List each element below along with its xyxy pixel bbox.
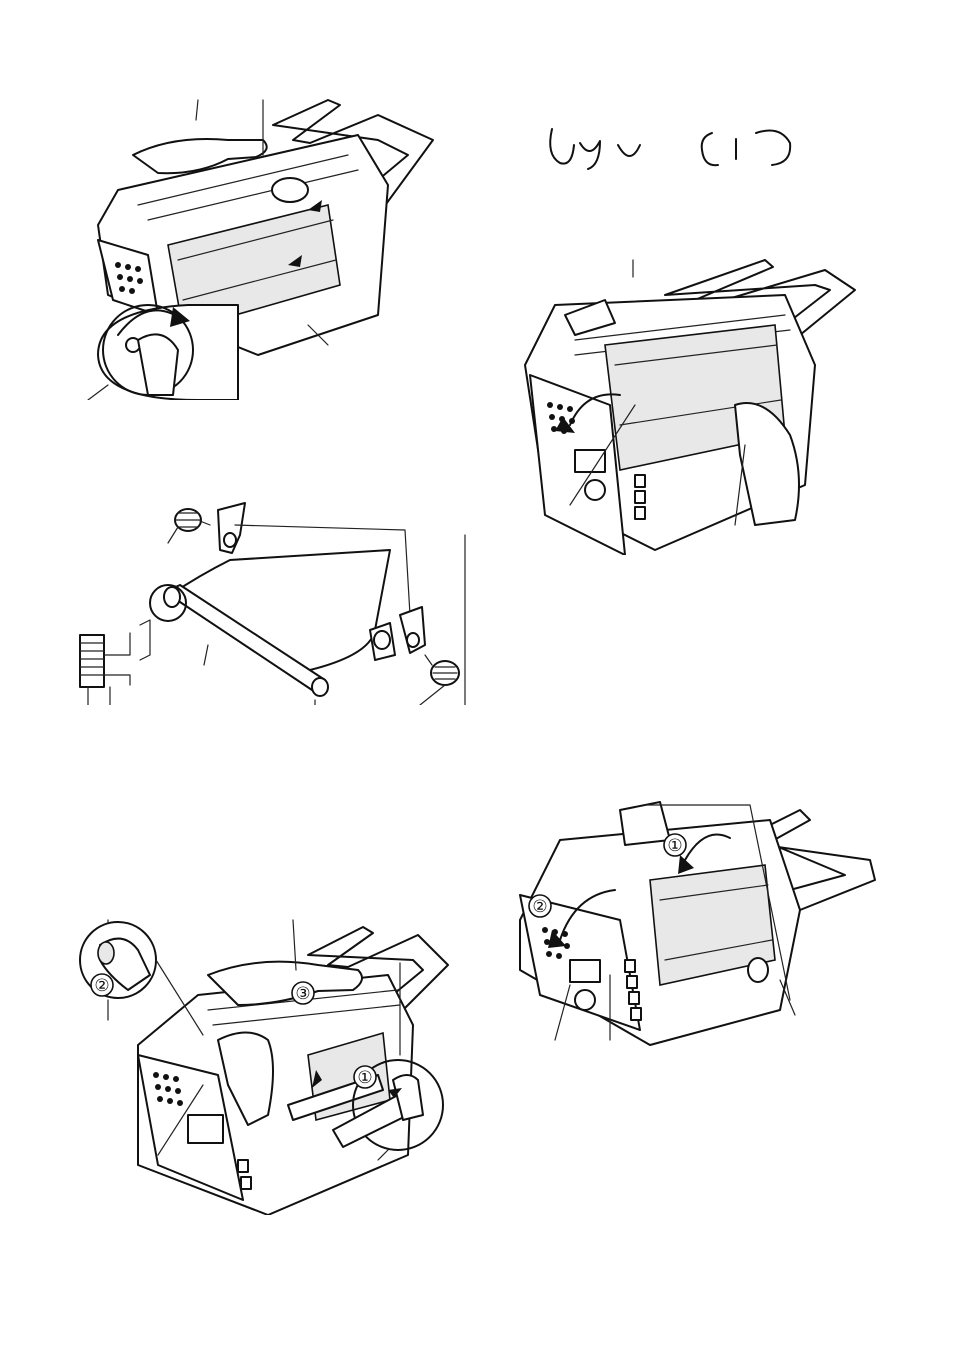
fax-machine-illustration-2 [515,255,860,555]
figure-ribbon-roll-parts [70,495,470,705]
step-1-label: ① [357,1068,372,1088]
figure-insert-ribbon-steps: ② ① ③ [78,915,458,1215]
step-2-label: ② [94,976,109,996]
ribbon-roll-diagram [70,495,470,705]
step-3-label: ③ [295,984,310,1004]
fax-machine-illustration-4: ② ① ③ [78,915,458,1215]
figure-close-covers-steps: ① ② [500,800,880,1050]
gear-part-left [168,509,210,543]
step-2-label-b: ② [532,897,547,917]
step-2-marker: ② [529,895,551,917]
fax-machine-illustration-5: ① ② [500,800,880,1050]
glyph-fragments-graphic [540,115,820,175]
step-1-marker-right: ① [354,1066,376,1088]
step-2-marker-left: ② [91,974,113,996]
figure-close-front-cover [515,255,860,555]
step-1-marker: ① [664,834,686,856]
figure-open-cover-turn-gear [78,95,458,400]
heading-glyph-fragments [540,115,820,175]
step-3-marker: ③ [292,982,314,1004]
fax-machine-illustration-1 [78,95,458,400]
step-1-label-b: ① [667,836,682,856]
